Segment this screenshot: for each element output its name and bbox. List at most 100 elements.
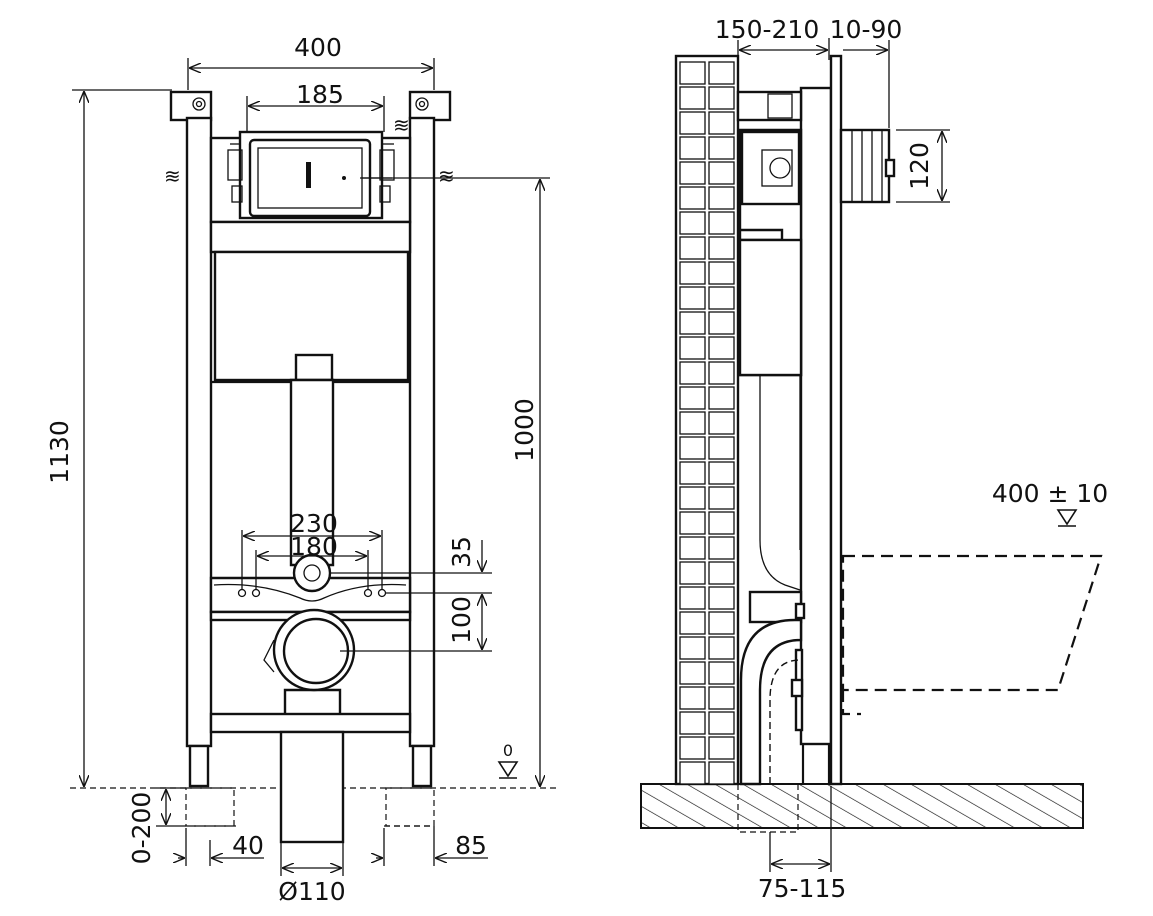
dim-leg-range: 0-200 bbox=[127, 787, 186, 865]
dim-seat-height-text: 400 ± 10 bbox=[992, 479, 1108, 508]
dim-width-inner: 185 bbox=[246, 80, 385, 132]
wall-tile bbox=[679, 61, 706, 85]
side-top-bracket bbox=[736, 90, 803, 122]
dim-leg-offset-left: 40 bbox=[178, 828, 264, 866]
wall-tile bbox=[679, 436, 706, 460]
svg-text:≋: ≋ bbox=[393, 113, 410, 137]
mount-rail bbox=[209, 220, 412, 254]
wall-tile bbox=[679, 561, 706, 585]
left-leg bbox=[185, 744, 236, 827]
wall-tile bbox=[708, 611, 735, 635]
dim-panel-gap: 10-90 bbox=[830, 15, 902, 128]
wall-tile bbox=[708, 436, 735, 460]
wall-tile bbox=[708, 61, 735, 85]
wall-tile bbox=[679, 411, 706, 435]
inlet-fitting bbox=[839, 128, 896, 204]
wall-tile bbox=[708, 161, 735, 185]
floor-slab bbox=[640, 783, 1084, 829]
dim-leg-offset-right-text: 85 bbox=[455, 831, 487, 860]
wall-tile bbox=[679, 361, 706, 385]
wall-tile bbox=[708, 411, 735, 435]
wall-tile bbox=[679, 711, 706, 735]
dim-vertical-offsets: 35 100 bbox=[330, 536, 492, 652]
wall-tile bbox=[708, 261, 735, 285]
wall-tile bbox=[679, 661, 706, 685]
wall-tile bbox=[708, 336, 735, 360]
dim-leg-offset-right: 85 bbox=[376, 826, 488, 866]
drain-pipe bbox=[279, 730, 345, 844]
wall-tile bbox=[679, 86, 706, 110]
front-view: ≋ ≋ ≋ 400 185 1130 100 0 bbox=[45, 33, 560, 906]
dim-seat-height: 400 ± 10 bbox=[992, 479, 1108, 527]
wall-tile bbox=[679, 111, 706, 135]
wall-tile bbox=[679, 161, 706, 185]
dim-inlet-height-text: 120 bbox=[905, 142, 934, 190]
flush-pipe bbox=[289, 378, 335, 567]
wall-tile bbox=[708, 636, 735, 660]
wall-tile bbox=[708, 736, 735, 760]
finish-panel bbox=[829, 54, 843, 786]
drain-bend-solid bbox=[739, 618, 803, 786]
wall-tile bbox=[708, 136, 735, 160]
tile-wall bbox=[674, 54, 740, 786]
dim-drain-diameter: Ø110 bbox=[278, 842, 346, 906]
wall-tile bbox=[679, 211, 706, 235]
right-post bbox=[408, 116, 436, 748]
wall-tile bbox=[679, 236, 706, 260]
side-view: 150-210 10-90 120 400 ± 10 75-115 bbox=[640, 15, 1108, 903]
wall-tile bbox=[708, 186, 735, 210]
wall-tile bbox=[679, 136, 706, 160]
dim-bolt-to-drain-text: 100 bbox=[447, 596, 476, 644]
dim-wall-depth: 150-210 bbox=[715, 15, 830, 60]
wall-tile bbox=[708, 711, 735, 735]
wall-tile bbox=[708, 311, 735, 335]
wall-tile bbox=[708, 661, 735, 685]
right-leg bbox=[384, 744, 435, 827]
wall-tile bbox=[708, 236, 735, 260]
floor-level-marker: 0 bbox=[497, 741, 519, 779]
dim-width-inner-text: 185 bbox=[296, 80, 344, 109]
flush-valve bbox=[294, 353, 334, 382]
dim-drain-offset: 75-115 bbox=[758, 786, 847, 903]
wall-tile bbox=[708, 386, 735, 410]
left-post bbox=[185, 116, 213, 748]
dim-leg-offset-left-text: 40 bbox=[232, 831, 264, 860]
wall-tile bbox=[679, 386, 706, 410]
dim-height-button-text: 1000 bbox=[510, 398, 539, 462]
dim-bolt-inner-text: 180 bbox=[290, 532, 338, 561]
dim-bolt-offset-text: 35 bbox=[447, 536, 476, 568]
wall-tile bbox=[679, 336, 706, 360]
svg-text:≋: ≋ bbox=[438, 164, 455, 188]
svg-text:≋: ≋ bbox=[164, 164, 181, 188]
wall-tile bbox=[679, 761, 706, 785]
dim-height-total-text: 1130 bbox=[45, 420, 74, 484]
wall-tile bbox=[679, 486, 706, 510]
dim-drain-offset-text: 75-115 bbox=[758, 874, 847, 903]
wall-tile bbox=[708, 86, 735, 110]
drain-elbow bbox=[263, 608, 356, 732]
dim-leg-range-text: 0-200 bbox=[127, 792, 156, 865]
wall-tile bbox=[708, 211, 735, 235]
wall-tile bbox=[679, 636, 706, 660]
wall-tile bbox=[679, 461, 706, 485]
dim-bolt-spacing: 230 180 bbox=[241, 509, 383, 590]
dim-bolt-outer-text: 230 bbox=[290, 509, 338, 538]
flush-frame bbox=[209, 130, 412, 224]
wall-tile bbox=[679, 261, 706, 285]
wall-tile bbox=[708, 461, 735, 485]
dim-inlet-height: 120 bbox=[896, 129, 950, 203]
wall-tile bbox=[679, 586, 706, 610]
floor-level-label: 0 bbox=[503, 741, 513, 760]
wall-tile bbox=[679, 536, 706, 560]
wall-tile bbox=[708, 536, 735, 560]
wall-tile bbox=[679, 686, 706, 710]
wall-tile bbox=[679, 736, 706, 760]
flush-connector bbox=[748, 590, 803, 624]
dim-width-total-text: 400 bbox=[294, 33, 342, 62]
dim-width-total: 400 bbox=[187, 33, 435, 90]
frame-column bbox=[799, 86, 833, 746]
dim-height-total: 1130 bbox=[45, 89, 172, 786]
cistern-side bbox=[738, 128, 803, 377]
wc-bowl-outline bbox=[841, 554, 1103, 716]
dim-height-button: 100 0 bbox=[360, 177, 550, 786]
